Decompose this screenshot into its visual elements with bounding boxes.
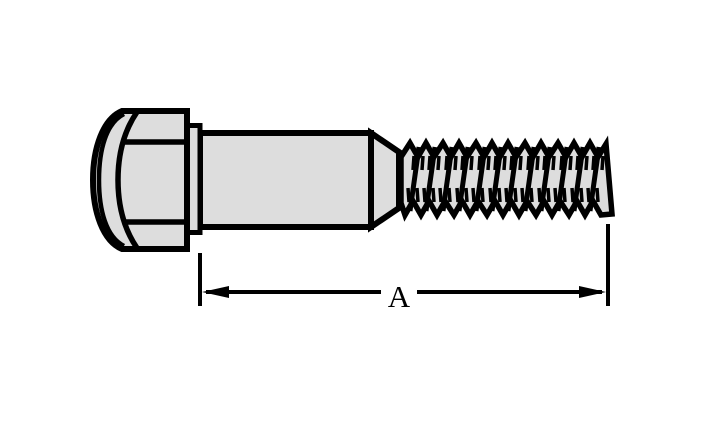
drawing-lines: A xyxy=(89,108,615,314)
dimension-label: A xyxy=(388,279,411,314)
dimension-markers: A xyxy=(202,279,606,314)
arrowhead-right-icon xyxy=(579,286,606,298)
bolt-taper xyxy=(368,127,402,233)
bolt-shank xyxy=(197,130,374,230)
bolt-head-chamfer-arc xyxy=(96,111,126,249)
thread-crest-lines xyxy=(407,146,602,212)
arrowhead-left-icon xyxy=(202,286,229,298)
bolt-head-facet-arc xyxy=(115,110,140,250)
thread-root-ticks xyxy=(406,155,605,203)
bolt-head-facet-lines xyxy=(123,139,187,225)
dimension-annotation: A xyxy=(198,224,610,314)
bolt-filled-parts xyxy=(89,108,615,252)
bolt-head xyxy=(89,108,190,252)
